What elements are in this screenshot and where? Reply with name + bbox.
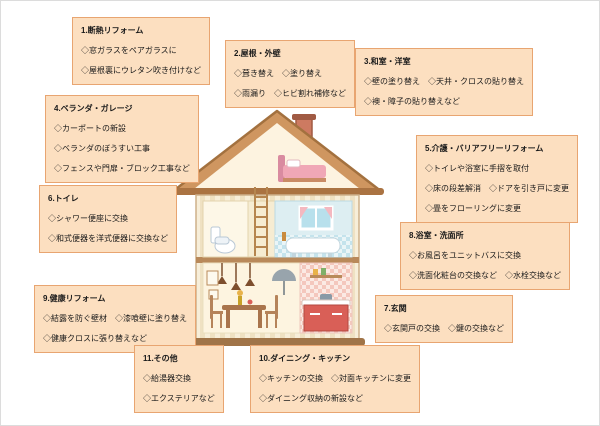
box-title: 4.ベランダ・ガレージ — [54, 104, 133, 113]
box-line: ◇シャワー便座に交換 — [48, 214, 128, 223]
note-box-health-reform: 9.健康リフォーム ◇結露を防ぐ壁材 ◇漆喰壁に塗り替え ◇健康クロスに張り替え… — [34, 285, 196, 353]
box-line: ◇キッチンの交換 ◇対面キッチンに変更 — [259, 374, 411, 383]
box-line: ◇葺き替え ◇塗り替え — [234, 69, 322, 78]
box-title: 2.屋根・外壁 — [234, 49, 281, 58]
box-line: ◇玄関戸の交換 ◇鍵の交換など — [384, 324, 504, 333]
box-title: 6.トイレ — [48, 194, 79, 203]
box-line: ◇床の段差解消 ◇ドアを引き戸に変更 — [425, 184, 569, 193]
box-line: ◇給湯器交換 — [143, 374, 191, 383]
box-title: 9.健康リフォーム — [43, 294, 106, 303]
box-line: ◇雨漏り ◇ヒビ割れ補修など — [234, 89, 346, 98]
box-line: ◇屋根裏にウレタン吹き付けなど — [81, 66, 201, 75]
box-line: ◇カーポートの新設 — [54, 124, 126, 133]
note-box-insulation: 1.断熱リフォーム ◇窓ガラスをペアガラスに ◇屋根裏にウレタン吹き付けなど — [72, 17, 210, 85]
house-base — [190, 338, 365, 346]
box-title: 11.その他 — [143, 354, 178, 363]
dining-room — [202, 262, 301, 334]
note-box-dining-kitchen: 10.ダイニング・キッチン ◇キッチンの交換 ◇対面キッチンに変更 ◇ダイニング… — [250, 345, 420, 413]
attic-bed-icon — [278, 155, 326, 182]
box-title: 7.玄関 — [384, 304, 407, 313]
box-line: ◇健康クロスに張り替えなど — [43, 334, 147, 343]
kitchen-shelf-icon — [310, 268, 342, 278]
note-box-japanese-western-room: 3.和室・洋室 ◇壁の塗り替え ◇天井・クロスの貼り替え ◇襖・障子の貼り替えな… — [355, 48, 533, 116]
chair-icon — [210, 295, 278, 328]
box-line: ◇エクステリアなど — [143, 394, 215, 403]
hallway — [247, 187, 276, 258]
note-box-others: 11.その他 ◇給湯器交換 ◇エクステリアなど — [134, 345, 224, 413]
house-illustration — [170, 109, 384, 346]
kitchen-stove-icon — [301, 294, 351, 332]
note-box-roof-exterior-wall: 2.屋根・外壁 ◇葺き替え ◇塗り替え ◇雨漏り ◇ヒビ割れ補修など — [225, 40, 355, 108]
toilet-icon — [210, 226, 236, 254]
box-line: ◇壁の塗り替え ◇天井・クロスの貼り替え — [364, 77, 524, 86]
dining-table-icon — [222, 290, 266, 328]
bathtub-icon — [282, 232, 341, 257]
box-title: 10.ダイニング・キッチン — [259, 354, 351, 363]
box-line: ◇ベランダのぼうすい工事 — [54, 144, 150, 153]
box-line: ◇和式便器を洋式便器に交換など — [48, 234, 168, 243]
note-box-nursing-barrier-free: 5.介護・バリアフリーリフォーム ◇トイレや浴室に手摺を取付 ◇床の段差解消 ◇… — [416, 135, 578, 223]
box-line: ◇洗面化粧台の交換など ◇水栓交換など — [409, 271, 561, 280]
bathroom — [274, 200, 353, 258]
note-box-entrance: 7.玄関 ◇玄関戸の交換 ◇鍵の交換など — [375, 295, 513, 343]
box-title: 8.浴室・洗面所 — [409, 231, 464, 240]
box-line: ◇ダイニング収納の新設など — [259, 394, 363, 403]
roof-icon — [170, 109, 384, 195]
box-line: ◇トイレや浴室に手摺を取付 — [425, 164, 529, 173]
box-line: ◇窓ガラスをペアガラスに — [81, 46, 177, 55]
box-line: ◇フェンスや門扉・ブロック工事など — [54, 164, 190, 173]
picture-frame-icon — [206, 270, 219, 300]
box-title: 5.介護・バリアフリーリフォーム — [425, 144, 544, 153]
box-line: ◇畳をフローリングに変更 — [425, 204, 521, 213]
pendant-lights-icon — [217, 263, 255, 290]
box-title: 3.和室・洋室 — [364, 57, 411, 66]
note-box-bathroom-washroom: 8.浴室・洗面所 ◇お風呂をユニットバスに交換 ◇洗面化粧台の交換など ◇水栓交… — [400, 222, 570, 290]
box-title: 1.断熱リフォーム — [81, 26, 144, 35]
box-line: ◇襖・障子の貼り替えなど — [364, 97, 460, 106]
ladder-icon — [254, 187, 268, 256]
box-line: ◇お風呂をユニットバスに交換 — [409, 251, 521, 260]
umbrella-icon — [272, 269, 296, 295]
toilet-room — [202, 200, 249, 258]
kitchen — [299, 262, 353, 334]
note-box-toilet: 6.トイレ ◇シャワー便座に交換 ◇和式便器を洋式便器に交換など — [39, 185, 177, 253]
window-icon — [298, 205, 334, 231]
box-line: ◇結露を防ぐ壁材 ◇漆喰壁に塗り替え — [43, 314, 187, 323]
note-box-veranda-garage: 4.ベランダ・ガレージ ◇カーポートの新設 ◇ベランダのぼうすい工事 ◇フェンス… — [45, 95, 199, 183]
